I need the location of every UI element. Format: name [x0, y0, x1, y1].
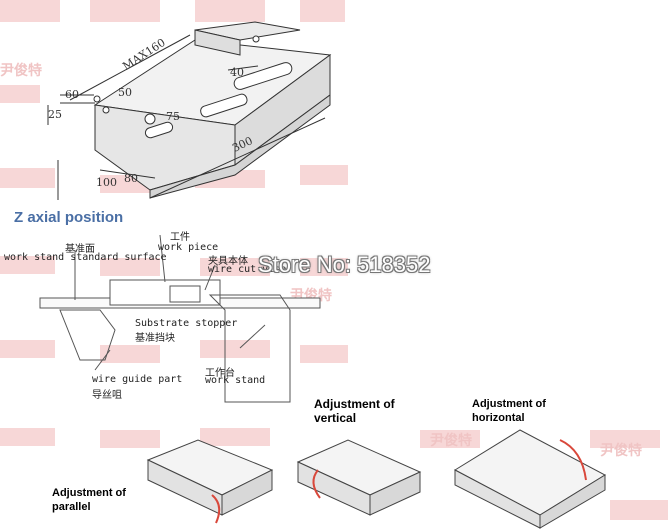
standard-surface-cn: 基准面 [65, 244, 95, 255]
dim-40: 40 [230, 66, 244, 79]
store-watermark: Store No: 518352 [258, 252, 431, 277]
work-piece-en: work piece [158, 242, 219, 253]
dim-100: 100 [96, 176, 117, 189]
adjustment-horizontal-label: Adjustment of horizontal [472, 398, 546, 424]
dim-25: 25 [48, 108, 62, 121]
stopper-cn: 基准挡块 [135, 333, 175, 344]
wire-guide-cn: 导丝咀 [92, 390, 122, 401]
wire-cut-vise-en: wire cut vise [208, 264, 287, 275]
work-stand-cn: 工作台 [205, 368, 235, 379]
horizontal-arrow-icon [559, 439, 587, 481]
wire-guide-en: wire guide part [92, 374, 183, 385]
adjustment-vertical-label: Adjustment of vertical [314, 397, 395, 425]
dim-60: 60 [65, 88, 79, 101]
standard-surface-en: work stand standard surface [4, 252, 167, 263]
wire-cut-vise-cn: 夹具本体 [208, 256, 248, 267]
dim-75: 75 [166, 110, 180, 123]
work-stand-en: work stand [205, 375, 266, 386]
vertical-arrow-icon [312, 469, 321, 499]
work-piece-cn: 工件 [170, 232, 190, 243]
dim-50: 50 [118, 86, 132, 99]
dim-80: 80 [124, 172, 138, 185]
stopper-en: Substrate stopper [135, 318, 238, 329]
adjustment-parallel-label: Adjustment of parallel [52, 487, 126, 513]
parallel-arrow-icon [211, 494, 221, 524]
z-axial-title: Z axial position [14, 209, 124, 226]
